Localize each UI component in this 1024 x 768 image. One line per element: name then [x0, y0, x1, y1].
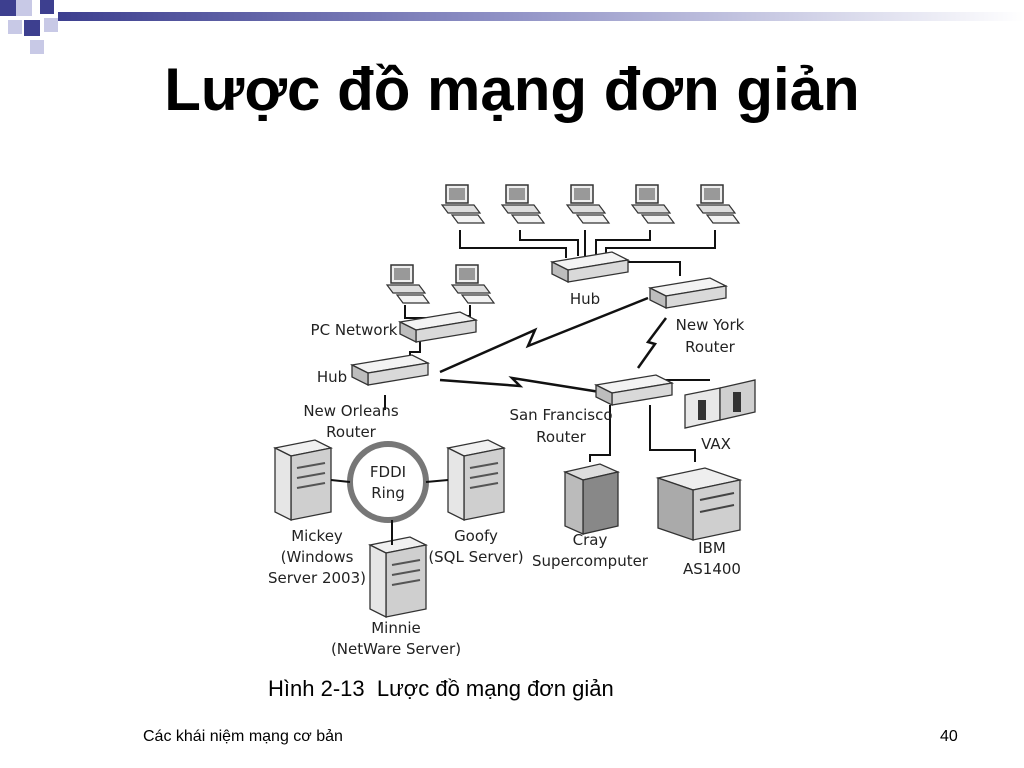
hub-left-icon [351, 354, 429, 386]
label-hub-left: Hub [317, 368, 347, 386]
workstation-icon [696, 184, 740, 224]
workstation-icon [386, 264, 430, 304]
workstation-icon [451, 264, 495, 304]
label-goofy-2: (SQL Server) [428, 548, 523, 566]
workstation-icon [441, 184, 485, 224]
label-cray-1: Cray [573, 531, 608, 549]
label-san-francisco-1: San Francisco [509, 406, 612, 424]
page-number: 40 [940, 728, 958, 745]
goofy-server-icon [447, 439, 505, 521]
workstation-icon [501, 184, 545, 224]
fddi-ring-icon [347, 441, 429, 523]
network-diagram: Hub PC Network Hub New Orleans Router Ne… [268, 184, 756, 658]
hub-top-icon [551, 251, 629, 283]
page-title: Lược đồ mạng đơn giản [164, 56, 860, 123]
label-new-york-2: Router [685, 338, 736, 356]
label-fddi-1: FDDI [370, 463, 406, 481]
workstation-icon [566, 184, 610, 224]
label-san-francisco-2: Router [536, 428, 587, 446]
cray-supercomputer-icon [562, 463, 621, 536]
mickey-server-icon [274, 439, 332, 521]
new-york-router-icon [649, 277, 727, 309]
label-hub-top: Hub [570, 290, 600, 308]
label-cray-2: Supercomputer [532, 552, 649, 570]
footer-text: Các khái niệm mạng cơ bản [143, 728, 343, 745]
figure-caption: Hình 2-13 Lược đồ mạng đơn giản [268, 676, 614, 701]
label-new-orleans-2: Router [326, 423, 377, 441]
label-mickey-3: Server 2003) [268, 569, 366, 587]
vax-icon [684, 379, 756, 429]
workstation-icon [631, 184, 675, 224]
label-pc-network: PC Network [311, 321, 398, 339]
label-minnie-1: Minnie [371, 619, 421, 637]
pc-network-hub-icon [399, 311, 477, 343]
label-minnie-2: (NetWare Server) [331, 640, 461, 658]
ibm-as1400-icon [655, 467, 743, 541]
label-fddi-2: Ring [371, 484, 405, 502]
label-ibm-2: AS1400 [683, 560, 741, 578]
label-new-york-1: New York [676, 316, 745, 334]
san-francisco-router-icon [595, 374, 673, 406]
minnie-server-icon [369, 536, 427, 618]
label-mickey-2: (Windows [281, 548, 354, 566]
label-ibm-1: IBM [698, 539, 726, 557]
header-decoration [0, 0, 1024, 54]
label-vax: VAX [701, 435, 731, 453]
label-new-orleans-1: New Orleans [303, 402, 399, 420]
label-goofy-1: Goofy [454, 527, 498, 545]
label-mickey-1: Mickey [291, 527, 343, 545]
